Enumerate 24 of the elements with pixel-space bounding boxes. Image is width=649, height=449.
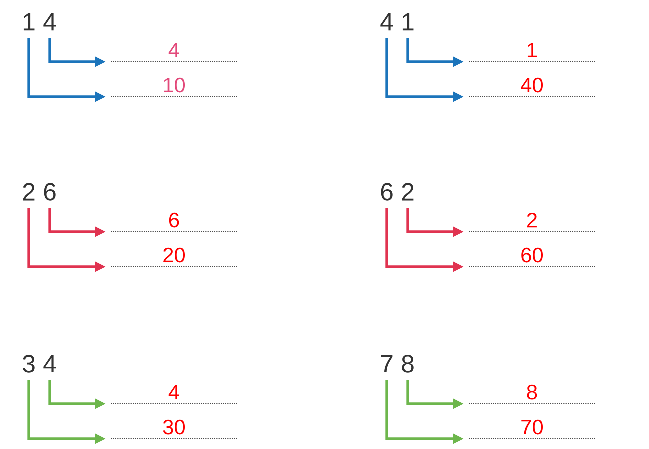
answer-line: 60 — [469, 248, 596, 268]
digit: 4 — [44, 355, 56, 373]
digit: 2 — [23, 183, 35, 201]
digit: 4 — [44, 13, 56, 31]
answer-line: 10 — [111, 78, 238, 98]
answer-line: 1 — [469, 43, 596, 63]
digit: 4 — [380, 13, 394, 31]
answer-line: 4 — [111, 43, 238, 63]
digit: 1 — [402, 13, 414, 31]
answer-line: 6 — [111, 212, 238, 233]
digit: 8 — [402, 355, 414, 373]
answer-line: 40 — [469, 78, 596, 98]
digit: 1 — [24, 13, 35, 31]
digit: 6 — [381, 183, 393, 201]
digit: 7 — [381, 355, 393, 373]
digit: 3 — [23, 355, 35, 373]
digit: 2 — [402, 183, 414, 201]
answer-line: 30 — [111, 420, 238, 440]
digit: 6 — [44, 183, 56, 201]
answer-line: 2 — [469, 213, 596, 233]
answer-line: 4 — [111, 385, 238, 405]
answer-line: 8 — [469, 384, 596, 405]
answer-line: 70 — [469, 420, 596, 440]
answer-line: 20 — [111, 248, 238, 268]
